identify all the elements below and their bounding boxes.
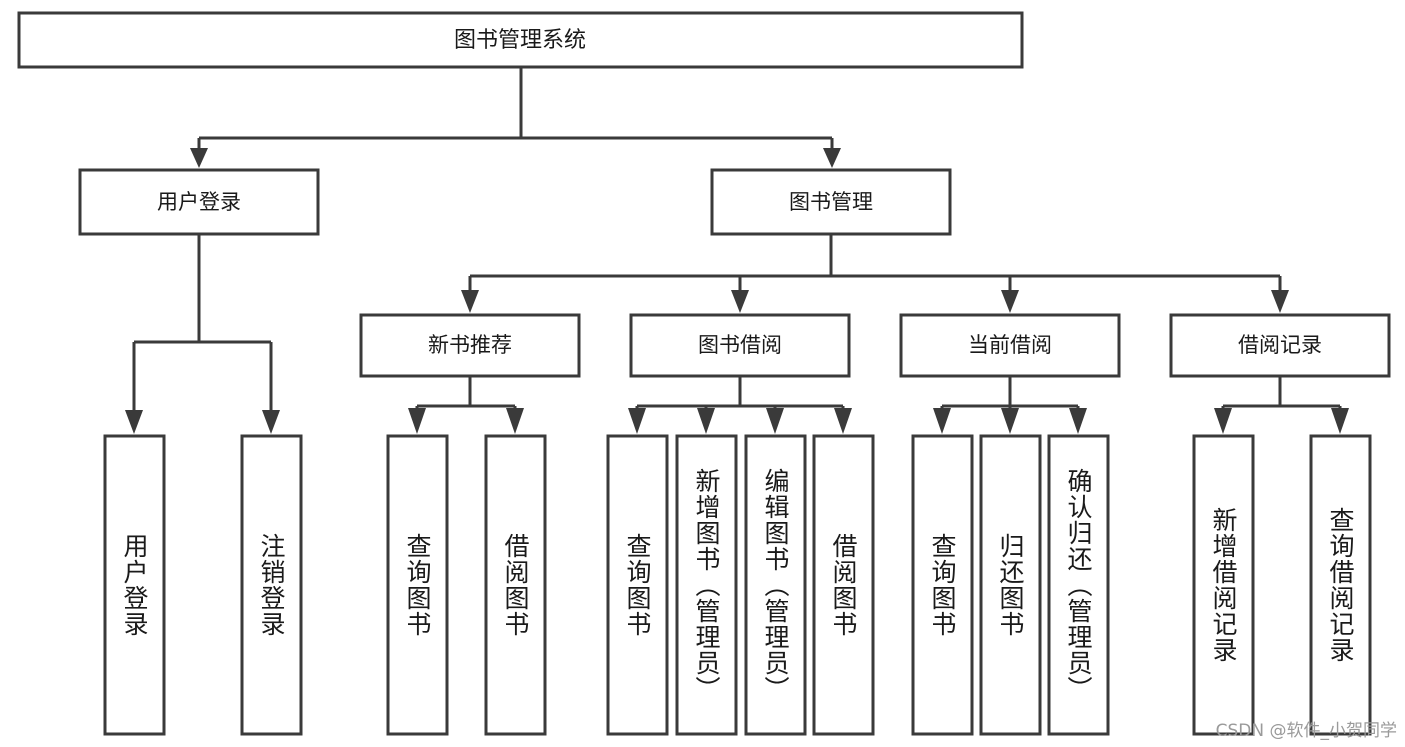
node-current-borrow-label: 当前借阅 [968, 333, 1052, 357]
arrowhead-edit-book [766, 408, 784, 434]
leaf-box-query-record[interactable] [1309, 434, 1372, 736]
node-book-manage-box [710, 168, 952, 236]
arrowhead-new-book-rec [461, 290, 479, 313]
connector-current-borrow-to-leaves [933, 376, 1087, 434]
arrowhead-query-book-2 [628, 408, 646, 434]
arrowhead-query-book-3 [933, 408, 951, 434]
arrowhead-book-manage [823, 148, 841, 168]
leaf-box-query-book-1[interactable] [386, 434, 449, 736]
node-current-borrow[interactable]: 当前借阅 [899, 313, 1121, 378]
arrowhead-book-borrow [731, 290, 749, 313]
arrowhead-current-borrow [1001, 290, 1019, 313]
csdn-watermark: CSDN @软件_小贺同学 [1215, 721, 1397, 741]
node-root[interactable]: 图书管理系统 [17, 11, 1024, 69]
leaf-box-user-login[interactable] [103, 434, 166, 736]
arrowhead-leaf-logout-login [262, 410, 280, 434]
node-root-box [17, 11, 1024, 69]
arrowhead-borrow-book-2 [834, 408, 852, 434]
arrowhead-query-book-1 [408, 408, 426, 434]
node-book-manage-label: 图书管理 [789, 190, 873, 214]
connector-book-manage-to-level3 [461, 234, 1289, 313]
node-root-label: 图书管理系统 [454, 28, 586, 53]
arrowhead-user-login [190, 148, 208, 168]
arrowhead-borrow-book-1 [506, 408, 524, 434]
node-book-borrow-label: 图书借阅 [698, 333, 782, 357]
arrowhead-borrow-record [1271, 290, 1289, 313]
arrowhead-confirm-return [1069, 408, 1087, 434]
node-borrow-record[interactable]: 借阅记录 [1169, 313, 1391, 378]
leaf-box-borrow-book-1[interactable] [484, 434, 547, 736]
arrowhead-leaf-user-login [125, 410, 143, 434]
leaf-box-query-book-2[interactable] [606, 434, 669, 736]
node-book-borrow[interactable]: 图书借阅 [629, 313, 851, 378]
leaf-box-edit-book[interactable] [744, 434, 807, 736]
arrowhead-query-record [1331, 408, 1349, 434]
arrowhead-return-book [1001, 408, 1019, 434]
arrowhead-add-record [1214, 408, 1232, 434]
arrowhead-add-book [697, 408, 715, 434]
connector-borrow-record-to-leaves [1214, 376, 1349, 434]
leaf-box-logout-login[interactable] [240, 434, 303, 736]
connector-new-book-rec-to-leaves [408, 376, 524, 434]
node-current-borrow-box [899, 313, 1121, 378]
node-user-login-label: 用户登录 [157, 190, 241, 214]
node-new-book-rec-box [359, 313, 581, 378]
node-new-book-rec-label: 新书推荐 [428, 333, 512, 357]
leaf-box-borrow-book-2[interactable] [812, 434, 875, 736]
node-user-login[interactable]: 用户登录 [78, 168, 320, 236]
leaf-box-query-book-3[interactable] [911, 434, 974, 736]
node-borrow-record-box [1169, 313, 1391, 378]
node-book-manage[interactable]: 图书管理 [710, 168, 952, 236]
leaf-box-add-book[interactable] [675, 434, 738, 736]
leaf-box-add-record[interactable] [1192, 434, 1255, 736]
connector-user-login-to-leaves [125, 234, 280, 434]
connector-root-to-level2 [190, 67, 841, 168]
node-book-borrow-box [629, 313, 851, 378]
connector-book-borrow-to-leaves [628, 376, 852, 434]
node-new-book-rec[interactable]: 新书推荐 [359, 313, 581, 378]
leaf-box-return-book[interactable] [979, 434, 1042, 736]
leaf-box-confirm-return[interactable] [1047, 434, 1110, 736]
node-borrow-record-label: 借阅记录 [1238, 333, 1322, 357]
